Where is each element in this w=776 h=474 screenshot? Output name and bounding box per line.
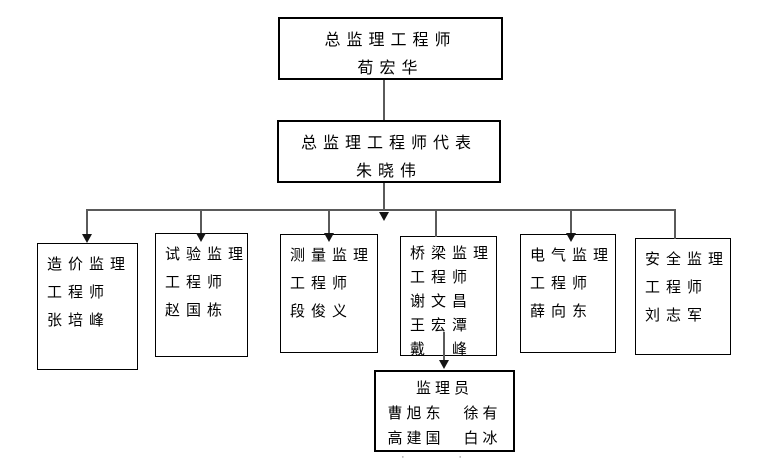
dept-survey-role: 测量监理 bbox=[290, 248, 375, 264]
connector-drop-bridge bbox=[435, 209, 437, 237]
dept-box-test: 试验监理 工程师 赵国栋 bbox=[155, 233, 248, 357]
inspectors-row-1: 曹旭东 徐有 bbox=[387, 406, 502, 422]
dept-safety-name: 刘志军 bbox=[645, 308, 709, 324]
arrowhead-down-icon-inspectors bbox=[439, 360, 449, 369]
inspectors-row-2: 高建国 白冰 bbox=[387, 431, 502, 447]
dept-safety-role: 安全监理 bbox=[645, 252, 730, 268]
arrowhead-down-icon-electrical bbox=[566, 233, 576, 242]
dept-test-role2: 工程师 bbox=[165, 275, 229, 291]
arrowhead-down-icon-survey bbox=[324, 233, 334, 242]
chief-engineer-name: 荀宏华 bbox=[357, 60, 424, 77]
representative-title: 总监理工程师代表 bbox=[300, 135, 477, 152]
dept-box-safety: 安全监理 工程师 刘志军 bbox=[635, 238, 731, 355]
connector-drop-cost bbox=[86, 209, 88, 235]
dept-box-survey: 测量监理 工程师 段俊义 bbox=[280, 234, 378, 353]
connector-bus-line bbox=[87, 209, 676, 211]
dept-electrical-role2: 工程师 bbox=[530, 276, 594, 292]
dept-box-bridge: 桥梁监理 工程师 谢文昌 王宏潭 戴 峰 bbox=[400, 236, 497, 358]
dept-safety-role2: 工程师 bbox=[645, 280, 709, 296]
dept-bridge-role2: 工程师 bbox=[410, 270, 474, 286]
inspectors-clipped-marks: · · bbox=[401, 452, 488, 462]
connector-drop-test bbox=[200, 209, 202, 234]
inspectors-box: 监理员 曹旭东 徐有 高建国 白冰 · · bbox=[374, 370, 515, 462]
dept-bridge-name-1: 谢文昌 bbox=[410, 294, 474, 310]
dept-test-role: 试验监理 bbox=[165, 247, 250, 263]
dept-survey-role2: 工程师 bbox=[290, 276, 354, 292]
connector-drop-electrical bbox=[570, 209, 572, 234]
dept-cost-role2: 工程师 bbox=[47, 285, 111, 301]
connector-bridge-to-inspectors bbox=[443, 332, 445, 360]
connector-drop-safety bbox=[674, 209, 676, 239]
dept-bridge-name-3: 戴 峰 bbox=[410, 342, 474, 358]
arrowhead-down-icon-cost bbox=[82, 234, 92, 243]
dept-electrical-name: 薛向东 bbox=[530, 304, 594, 320]
dept-survey-name: 段俊义 bbox=[290, 304, 354, 320]
arrowhead-down-icon-test bbox=[196, 233, 206, 242]
dept-box-electrical: 电气监理 工程师 薛向东 bbox=[520, 234, 616, 353]
inspectors-title: 监理员 bbox=[415, 381, 473, 397]
connector-drop-survey bbox=[328, 209, 330, 234]
chief-engineer-box: 总监理工程师 荀宏华 bbox=[278, 17, 503, 80]
dept-bridge-role: 桥梁监理 bbox=[410, 246, 495, 262]
dept-cost-name: 张培峰 bbox=[47, 313, 111, 329]
representative-box: 总监理工程师代表 朱晓伟 bbox=[277, 120, 501, 183]
dept-test-name: 赵国栋 bbox=[165, 303, 229, 319]
arrowhead-down-icon-center bbox=[379, 212, 389, 221]
representative-name: 朱晓伟 bbox=[355, 163, 422, 180]
chief-engineer-title: 总监理工程师 bbox=[324, 32, 457, 49]
connector-chief-to-representative bbox=[383, 80, 385, 120]
dept-bridge-name-2: 王宏潭 bbox=[410, 318, 474, 334]
dept-cost-role: 造价监理 bbox=[47, 257, 132, 273]
connector-representative-to-bus bbox=[383, 183, 385, 211]
dept-electrical-role: 电气监理 bbox=[530, 248, 615, 264]
dept-box-cost: 造价监理 工程师 张培峰 bbox=[37, 243, 138, 370]
